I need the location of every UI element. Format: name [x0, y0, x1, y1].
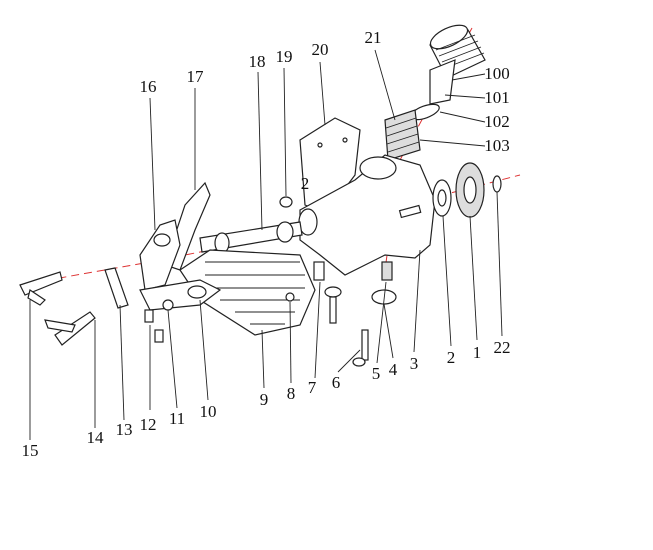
part-label-6: 6: [332, 373, 341, 392]
leader-line: [119, 304, 125, 421]
leader-line: [469, 215, 478, 341]
leader-line: [261, 329, 265, 389]
part-label-22: 22: [494, 338, 511, 357]
part-label-15: 15: [22, 441, 39, 460]
screw-part-6: [352, 329, 369, 367]
part-label-3: 3: [410, 354, 419, 373]
part-label-1: 1: [473, 343, 482, 362]
circlip-part-22: [492, 175, 502, 193]
leader-line: [337, 349, 361, 373]
leader-line: [419, 139, 486, 147]
part-label-2: 2: [447, 348, 456, 367]
screws-part-12: [144, 309, 164, 343]
leader-line: [444, 94, 486, 99]
part-label-17: 17: [187, 67, 205, 86]
part-label-2: 2: [301, 174, 310, 193]
part-label-8: 8: [287, 384, 296, 403]
leader-line: [283, 67, 287, 197]
part-label-102: 102: [484, 112, 510, 131]
leader-line: [314, 281, 321, 379]
screw-part-21: [398, 204, 422, 219]
part-label-13: 13: [116, 420, 133, 439]
leader-line: [439, 111, 486, 123]
lever-part-16: [139, 219, 181, 291]
leader-line: [289, 301, 292, 384]
part-label-20: 20: [312, 40, 329, 59]
comb-blade-part-9: [179, 249, 316, 336]
part-label-10: 10: [200, 402, 217, 421]
part-label-11: 11: [169, 409, 185, 428]
leader-line: [149, 97, 156, 231]
leader-line: [167, 309, 178, 409]
leader-line: [257, 71, 263, 231]
leader-line: [376, 281, 387, 364]
part-label-21: 21: [365, 28, 382, 47]
leader-line: [319, 61, 326, 126]
gear-part-1: [455, 162, 485, 218]
screws-part-7: [313, 261, 342, 324]
eccentric-shaft-part-18: [199, 221, 303, 254]
leader-line: [496, 191, 503, 337]
leader-line: [442, 215, 452, 347]
part-label-7: 7: [308, 378, 317, 397]
leader-lines: [29, 49, 503, 440]
handle-part-14: [44, 311, 96, 346]
link-part-13: [104, 267, 129, 309]
part-label-18: 18: [249, 52, 266, 71]
handle-part-15: [19, 271, 63, 306]
part-label-100: 100: [484, 64, 510, 83]
part-label-4: 4: [389, 360, 398, 379]
leader-line: [383, 303, 394, 359]
threaded-sleeve-part-103: [384, 109, 421, 161]
gear-housing-part-3: [298, 154, 436, 276]
leader-line: [374, 49, 396, 121]
knob-part-100: [429, 24, 486, 105]
washer-part-11: [162, 299, 174, 311]
part-label-19: 19: [276, 47, 293, 66]
leader-line: [451, 73, 486, 81]
part-label-12: 12: [140, 415, 157, 434]
part-label-103: 103: [484, 136, 510, 155]
part-label-16: 16: [140, 77, 157, 96]
nut-part-19: [279, 196, 293, 208]
part-label-101: 101: [484, 88, 510, 107]
part-label-9: 9: [260, 390, 269, 409]
screw-part-8: [285, 292, 295, 302]
leader-line: [413, 249, 421, 353]
part-label-14: 14: [87, 428, 105, 447]
bearing-part-2: [432, 179, 452, 217]
spring-part-5: [381, 261, 393, 281]
leader-line: [199, 299, 209, 401]
part-label-5: 5: [372, 364, 381, 383]
